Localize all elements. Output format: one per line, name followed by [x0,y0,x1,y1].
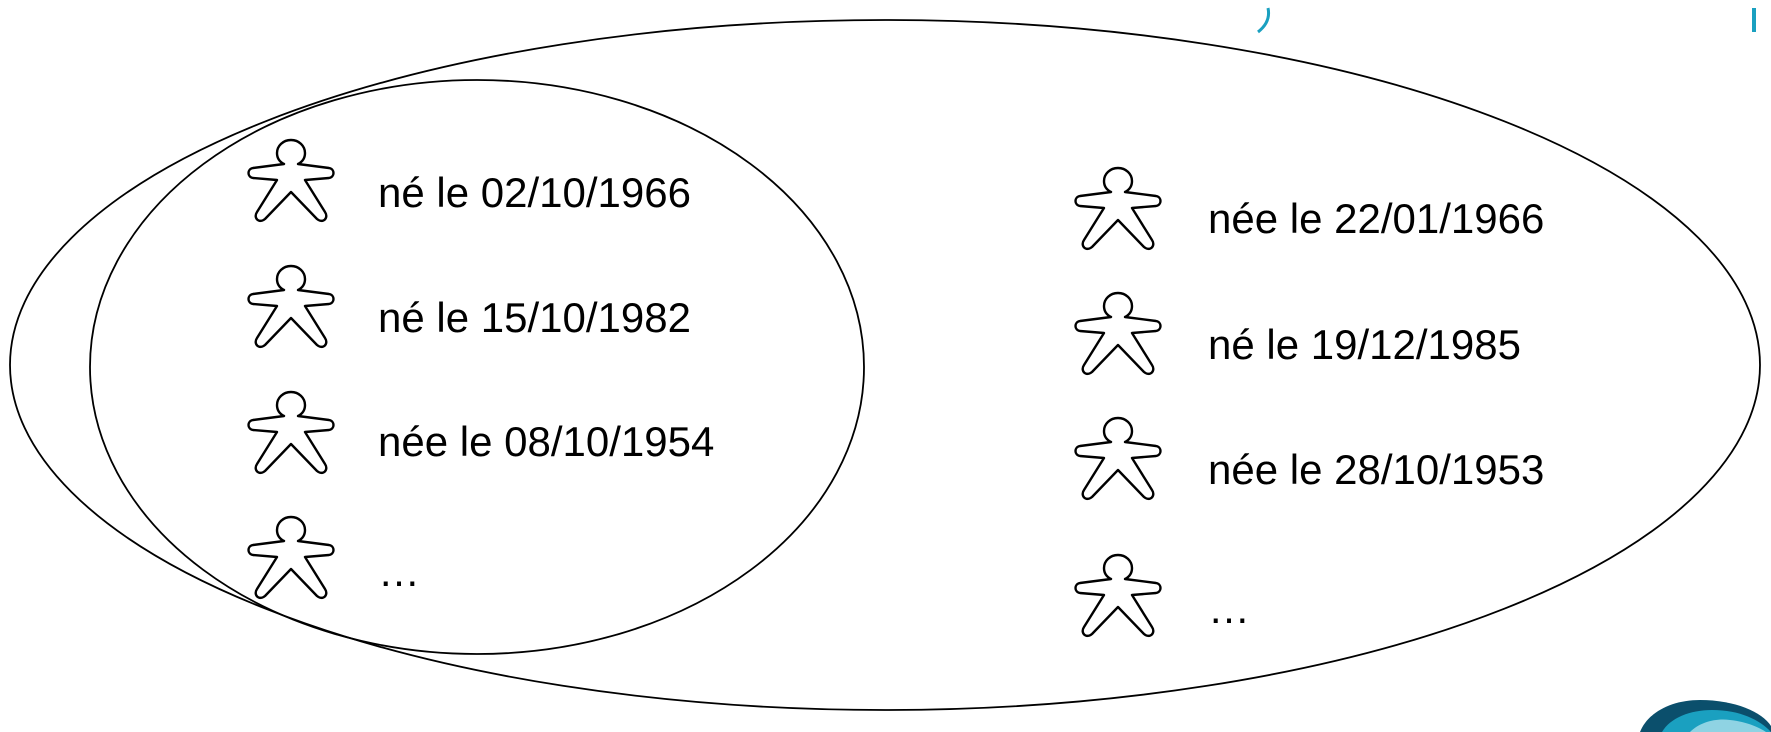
outer-set-ellipse [9,19,1761,711]
inner-person-3: née le 08/10/1954 [247,390,714,475]
inner-person-1: né le 02/10/1966 [247,138,691,223]
inner-person-4-label: … [378,548,420,595]
logo-fragment-icon [1640,700,1771,732]
inner-person-1-label: né le 02/10/1966 [378,169,691,216]
person-outline-icon [1074,553,1162,638]
person-outline-icon [247,390,335,475]
outer-person-3-label: née le 28/10/1953 [1208,446,1544,493]
person-outline-icon [247,138,335,223]
inner-person-4: … [247,515,420,600]
outer-person-2: né le 19/12/1985 [1074,291,1521,376]
person-outline-icon [247,515,335,600]
outer-person-1: née le 22/01/1966 [1074,166,1544,251]
outer-person-4-label: … [1208,585,1250,632]
person-outline-icon [1074,416,1162,501]
person-outline-icon [247,264,335,349]
header-fragment-icon [1257,7,1756,34]
inner-person-2-label: né le 15/10/1982 [378,294,691,341]
outer-person-3: née le 28/10/1953 [1074,416,1544,501]
outer-person-2-label: né le 19/12/1985 [1208,321,1521,368]
person-outline-icon [1074,166,1162,251]
inner-person-3-label: née le 08/10/1954 [378,418,714,465]
inner-person-2: né le 15/10/1982 [247,264,691,349]
inner-set-ellipse [89,79,865,655]
outer-person-1-label: née le 22/01/1966 [1208,195,1544,242]
person-outline-icon [1074,291,1162,376]
outer-person-4: … [1074,553,1250,638]
